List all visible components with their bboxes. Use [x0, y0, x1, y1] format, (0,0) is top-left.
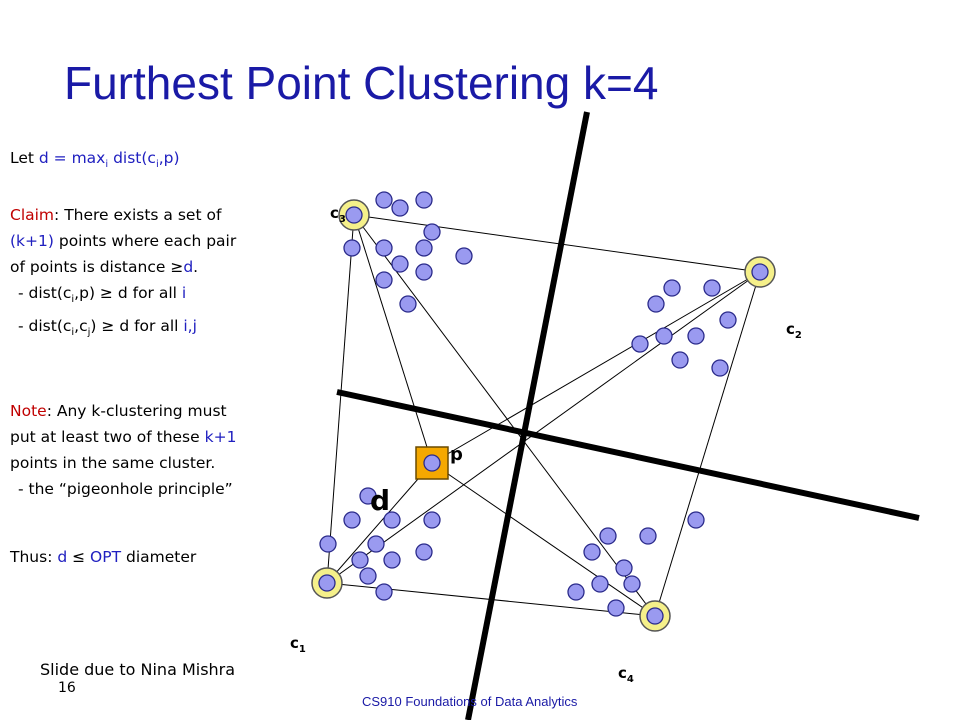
data-point	[607, 599, 625, 617]
data-point	[719, 311, 737, 329]
data-point	[655, 327, 673, 345]
center-c2	[744, 256, 776, 288]
label-p: p	[450, 444, 463, 465]
data-point	[687, 327, 705, 345]
line-c1-p	[326, 462, 433, 584]
data-point	[319, 535, 337, 553]
definition-text: Let d = maxi dist(ci,p)	[10, 149, 180, 171]
center-c3	[338, 199, 370, 231]
data-point	[567, 583, 585, 601]
line-c3-p	[353, 214, 433, 464]
slide-number: 16	[58, 680, 76, 696]
label-c2: c2	[786, 320, 802, 341]
data-point	[599, 527, 617, 545]
data-point	[703, 279, 721, 297]
line-c3-c2	[353, 214, 761, 273]
data-point	[383, 511, 401, 529]
label-d: d	[370, 484, 390, 517]
connecting-lines	[326, 214, 761, 617]
center-c1	[311, 567, 343, 599]
data-point	[391, 199, 409, 217]
data-point	[375, 191, 393, 209]
data-point	[671, 351, 689, 369]
data-point	[687, 511, 705, 529]
data-point	[583, 543, 601, 561]
data-point	[647, 295, 665, 313]
data-point	[415, 543, 433, 561]
data-point	[623, 575, 641, 593]
data-point	[415, 191, 433, 209]
data-point	[343, 511, 361, 529]
claim-text: Claim: There exists a set of (k+1) point…	[10, 206, 237, 339]
line-c2-c4	[654, 271, 761, 617]
center-c4	[639, 600, 671, 632]
separator-horizontal	[336, 389, 920, 521]
data-point	[455, 247, 473, 265]
data-point	[351, 551, 369, 569]
data-point	[639, 527, 657, 545]
line-c4-p	[431, 462, 656, 617]
line-c2-c1	[326, 271, 761, 584]
data-point	[423, 223, 441, 241]
slide-credit: Slide due to Nina Mishra	[40, 660, 236, 679]
point-p	[423, 454, 441, 472]
data-point	[359, 487, 377, 505]
data-point	[375, 239, 393, 257]
data-point	[591, 575, 609, 593]
conclusion-text: Thus: d ≤ OPT diameter	[10, 548, 197, 566]
data-point	[375, 583, 393, 601]
data-point	[663, 279, 681, 297]
data-points	[319, 191, 737, 617]
label-c4: c4	[618, 664, 634, 685]
data-point	[383, 551, 401, 569]
data-point	[367, 535, 385, 553]
data-point	[615, 559, 633, 577]
line-c3-c1	[326, 214, 355, 584]
label-c3: c3	[330, 204, 346, 225]
data-point	[359, 567, 377, 585]
data-point	[631, 335, 649, 353]
course-footer: CS910 Foundations of Data Analytics	[362, 694, 578, 709]
cluster-centers	[311, 199, 776, 632]
data-point	[343, 239, 361, 257]
note-text: Note: Any k-clustering must put at least…	[10, 402, 237, 498]
line-c2-p	[431, 271, 761, 464]
data-point	[399, 295, 417, 313]
page-title: Furthest Point Clustering k=4	[64, 57, 659, 109]
data-point	[423, 511, 441, 529]
line-c3-c4	[353, 214, 656, 617]
separator-vertical	[465, 111, 590, 720]
data-point	[375, 271, 393, 289]
data-point	[415, 239, 433, 257]
separator-lines	[336, 111, 920, 720]
data-point	[711, 359, 729, 377]
label-c1: c1	[290, 634, 306, 655]
data-point	[391, 255, 409, 273]
data-point	[415, 263, 433, 281]
diagram-labels: c3 c2 c1 c4 p d	[290, 204, 802, 685]
